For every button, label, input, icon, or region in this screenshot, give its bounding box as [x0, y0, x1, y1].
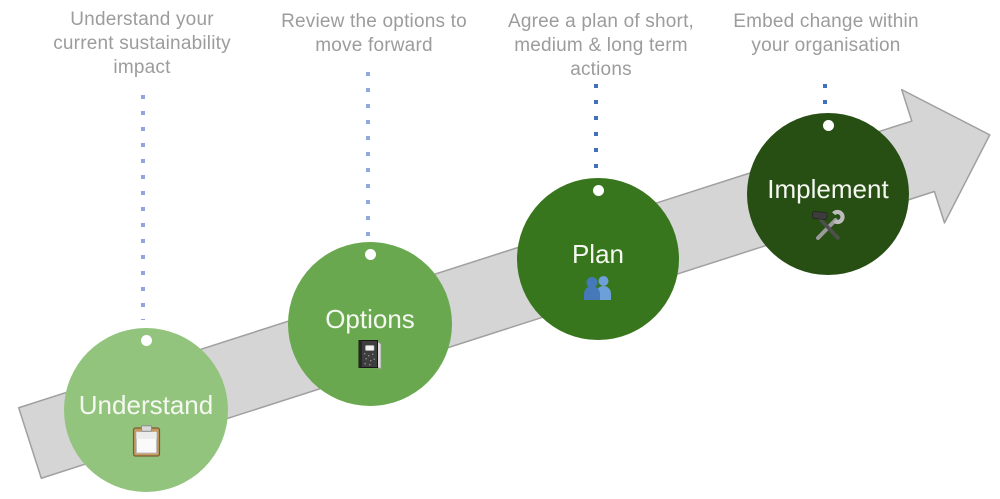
step-circle-understand: Understand: [64, 328, 228, 492]
notebook-icon: [357, 339, 383, 371]
clipboard-icon: [132, 424, 161, 457]
step-caption-implement: Embed change within your organisation: [733, 11, 919, 56]
step-label-implement: Implement: [767, 173, 889, 204]
step-circle-options: Options: [288, 242, 452, 406]
step-label-understand: Understand: [78, 389, 214, 420]
step-circle-plan: Plan: [517, 178, 679, 340]
circle-top-dot: [364, 249, 376, 260]
circle-top-dot: [822, 120, 834, 131]
step-circle-implement: Implement: [747, 113, 909, 275]
dotted-connector-understand: [141, 95, 145, 320]
hammer-wrench-icon: [810, 209, 846, 241]
dotted-connector-options: [366, 72, 370, 238]
step-label-plan: Plan: [571, 238, 625, 269]
step-caption-understand: Understand your current sustainability i…: [53, 9, 231, 78]
step-caption-plan: Agree a plan of short, medium & long ter…: [507, 11, 695, 80]
dotted-connector-plan: [594, 84, 598, 172]
circle-top-dot: [140, 335, 152, 346]
step-label-options: Options: [325, 303, 415, 334]
step-caption-options: Review the options to move forward: [281, 11, 467, 56]
circle-top-dot: [592, 185, 604, 196]
two-people-icon: [582, 274, 614, 306]
dotted-connector-implement: [823, 84, 827, 112]
